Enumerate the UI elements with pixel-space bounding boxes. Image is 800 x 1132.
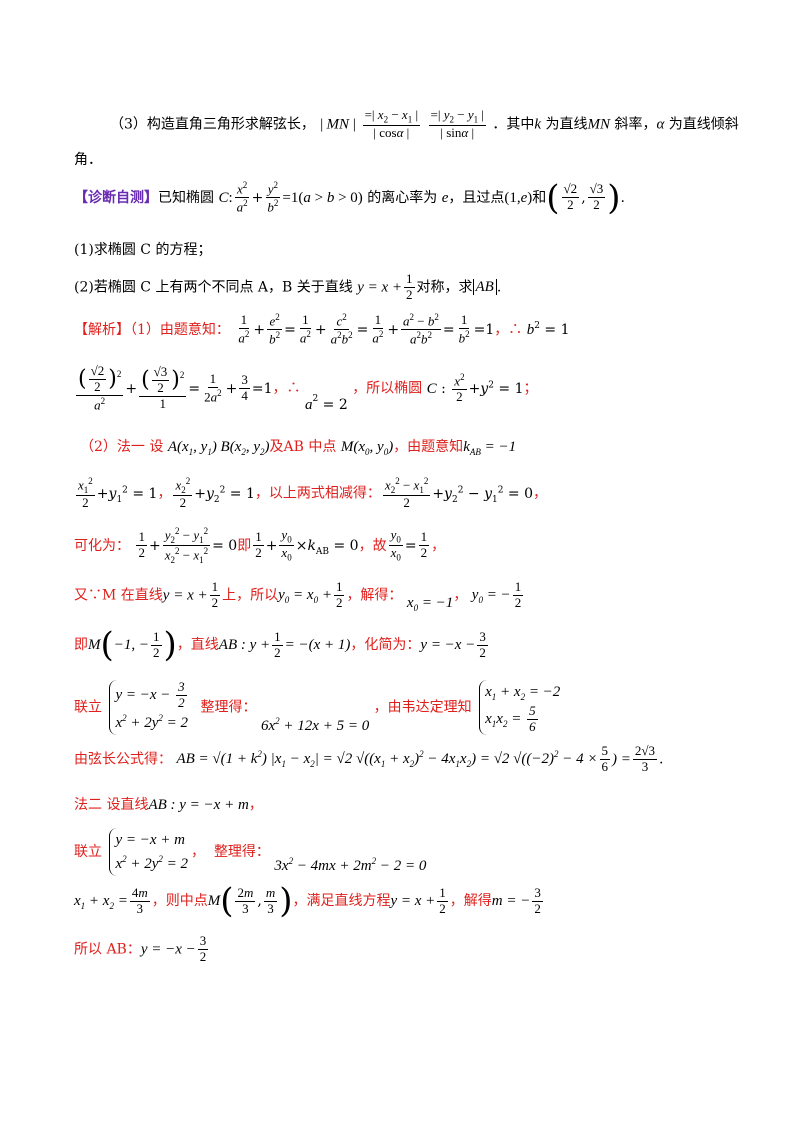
text: 已知椭圆: [158, 189, 214, 206]
formula-ellipse: C: [218, 189, 229, 206]
paragraph-end: 角．: [74, 152, 102, 168]
therefore-symbol: ∴: [286, 380, 301, 397]
text: ，由题意知: [393, 439, 464, 455]
text: 又∵M 在直线: [74, 587, 163, 604]
formula-frac-y: =| y2 − y1 || sinα |: [428, 107, 486, 140]
question-1: (1)求椭圆 C 的方程；: [74, 242, 212, 258]
text: 上，所以: [222, 587, 279, 604]
text: （2）法一 设: [80, 439, 164, 455]
text: 对称，求: [416, 279, 473, 296]
text: 联立: [74, 844, 102, 860]
text: 法二 设直线: [74, 797, 149, 813]
text: 斜率，: [610, 116, 657, 133]
method1-setup: （2）法一 设 A(x1, y1) B(x2, y2)及AB 中点 M(x0, …: [80, 439, 517, 457]
text: 联立: [74, 699, 102, 716]
solution-tag: 【解析】: [74, 321, 130, 338]
therefore-symbol: ∴: [508, 321, 523, 338]
text: AB 中点: [283, 439, 337, 455]
text: 整理得：: [213, 844, 270, 860]
text: ，直线: [176, 637, 219, 653]
text: 为直线倾斜: [664, 116, 739, 133]
text: .: [620, 189, 625, 206]
text: ，解得：: [346, 587, 403, 604]
text: ，解得: [449, 893, 492, 909]
formula-frac-x: =| x2 − x1 || cosα |: [362, 107, 421, 140]
text: ，且过点: [448, 189, 505, 206]
text: （3）构造直角三角形求解弦长，: [110, 116, 315, 133]
text: 由弦长公式得：: [74, 751, 172, 768]
text: 所以 AB：: [74, 941, 141, 958]
text: 整理得：: [200, 699, 257, 716]
text: ，故: [358, 537, 387, 554]
formula-mn: | MN |: [319, 116, 357, 133]
text: (2)若椭圆 C 上有两个不同点 A，B 关于直线: [74, 279, 353, 296]
text: ，由韦达定理知: [373, 699, 472, 716]
text: 及: [269, 439, 284, 455]
text: 和: [532, 189, 547, 206]
text: 可化为：: [74, 537, 130, 554]
paragraph-chord-length: （3）构造直角三角形求解弦长， | MN | =| x2 − x1 || cos…: [110, 107, 739, 140]
text: ，所以椭圆: [352, 380, 423, 397]
text: ．其中: [492, 116, 535, 133]
text: ，满足直线方程: [292, 893, 391, 909]
diagnose-tag: 【诊断自测】: [74, 189, 158, 206]
text: 的离心率为: [367, 189, 438, 206]
method2-setup: 法二 设直线AB : y = −x + m，: [74, 797, 263, 813]
text: 即: [237, 537, 252, 554]
text: ，则中点: [151, 893, 208, 909]
e-symbol: e: [441, 189, 449, 206]
text: 即: [74, 637, 88, 653]
text: 为直线: [541, 116, 588, 133]
text: （1）由题意知：: [130, 321, 230, 338]
text: ，化简为：: [350, 637, 421, 653]
text: ，以上两式相减得：: [254, 485, 381, 502]
chord-length-formula: 由弦长公式得： AB = √(1 + k2) |x1 − x2| = √2 √(…: [74, 743, 664, 774]
